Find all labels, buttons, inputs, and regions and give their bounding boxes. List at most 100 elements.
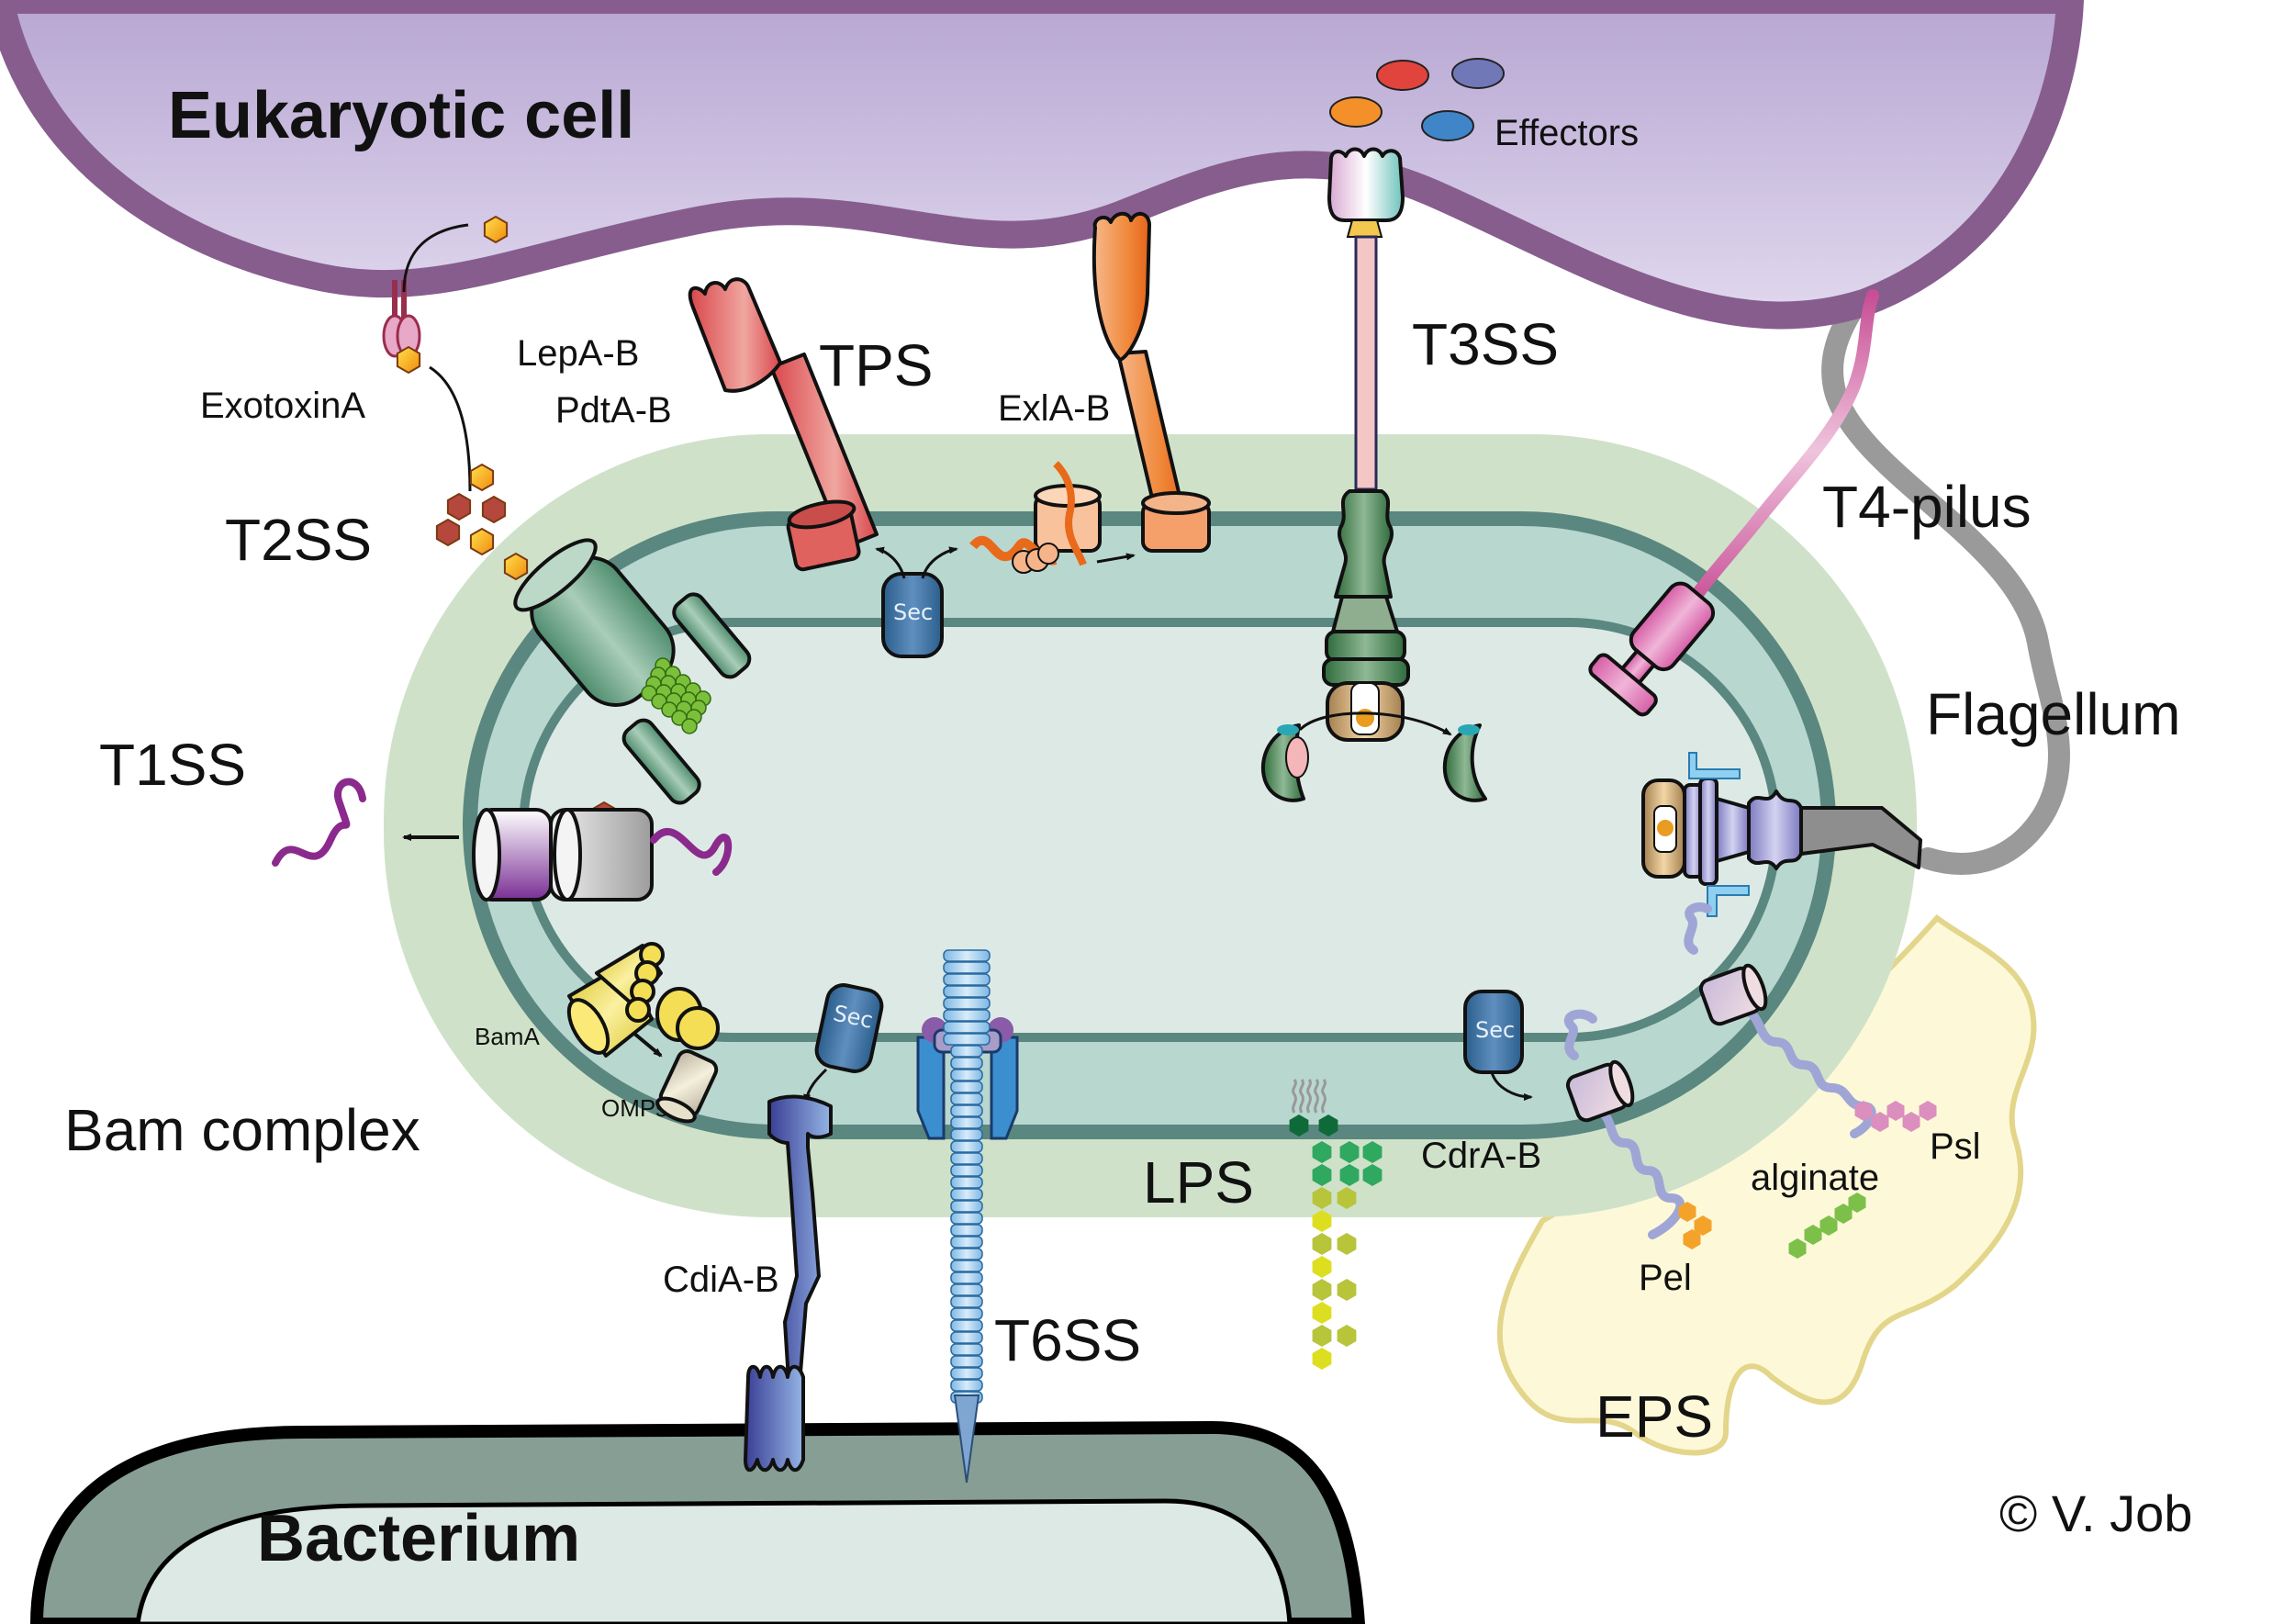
t6ss-tube-ring	[943, 961, 991, 974]
t6ss-tube-ring	[943, 973, 991, 986]
cdra-adhesin-1	[1564, 1009, 1685, 1239]
t1ss-substrate-inside	[650, 828, 733, 876]
t6ss-spike	[953, 1394, 980, 1484]
pseudopilin-subunit	[681, 718, 698, 734]
t6ss-tube-ring	[950, 1057, 983, 1070]
t6ss-tube-ring	[950, 1283, 983, 1296]
t6ss-tube-ring	[950, 1367, 983, 1380]
t3ss-chaperone-loaded	[1260, 723, 1309, 802]
t6ss-tube-ring	[950, 1188, 983, 1201]
t6ss-tube-ring	[950, 1331, 983, 1344]
t2ss-apparatus	[513, 538, 752, 805]
t6ss-tube-ring	[943, 997, 991, 1010]
exotoxin-hexagon	[435, 518, 461, 547]
omps-label: OMPs	[601, 1094, 667, 1122]
exotoxin-hexagon	[503, 552, 529, 581]
t6ss-tube-ring	[943, 985, 991, 998]
pel-sugar	[1694, 1215, 1712, 1236]
cdra-label: CdrA-B	[1421, 1136, 1541, 1176]
t6ss-tube-ring	[950, 1295, 983, 1308]
t6ss-tube-ring	[950, 1307, 983, 1320]
lps-core-sugar	[1312, 1164, 1332, 1186]
pel-label: Pel	[1639, 1258, 1692, 1298]
lps-core-sugar	[1362, 1164, 1383, 1186]
lepa-tps-protein	[688, 277, 879, 572]
t6ss-label: T6SS	[994, 1307, 1141, 1373]
lps-molecule	[1289, 1079, 1383, 1370]
lps-core-sugar	[1339, 1141, 1360, 1163]
exotoxin-hexagon	[446, 492, 472, 521]
exotoxin-hexagon	[469, 527, 495, 556]
alginate-sugar	[1788, 1238, 1807, 1259]
lps-core-sugar	[1339, 1164, 1360, 1186]
o-antigen-sugar	[1312, 1187, 1332, 1209]
lepa-label: LepA-B	[517, 333, 639, 374]
eukaryotic-cell-label: Eukaryotic cell	[168, 79, 634, 152]
tps-label: TPS	[819, 332, 933, 398]
effectors-label: Effectors	[1495, 113, 1639, 153]
t6ss-tube-ring	[950, 1212, 983, 1225]
alginate-sugar	[1804, 1225, 1822, 1245]
inner-membrane-cytoplasm	[519, 618, 1781, 1042]
psl-sugar	[1871, 1112, 1889, 1132]
bam-insertion-arrow	[632, 1031, 663, 1058]
effector-protein	[1376, 60, 1429, 91]
o-antigen-sugar	[1312, 1256, 1332, 1278]
o-antigen-sugar	[1312, 1279, 1332, 1301]
copyright-credit: © V. Job	[1999, 1484, 2192, 1542]
o-antigen-sugar	[1312, 1210, 1332, 1232]
sec-top-label: Sec	[893, 599, 933, 625]
o-antigen-sugar	[1337, 1325, 1357, 1347]
exla-tps-protein	[1092, 211, 1211, 553]
t2ss-pseudopilus	[641, 657, 711, 734]
t3ss-apparatus	[1322, 147, 1410, 742]
t6ss-tube-ring	[950, 1104, 983, 1117]
t6ss-tube-ring	[943, 1033, 991, 1046]
t6ss-tube-ring	[950, 1343, 983, 1356]
t6ss-tube-ring	[950, 1140, 983, 1153]
t3ss-chaperone-arrow	[1298, 711, 1452, 736]
t4-pilus-base	[1588, 581, 1716, 717]
psl-sugar	[1854, 1101, 1873, 1121]
t6ss-tube-ring	[943, 1009, 991, 1022]
t6ss-tube	[943, 949, 991, 1404]
sec-translocon-top: Sec	[875, 546, 958, 658]
eps-label: EPS	[1595, 1383, 1713, 1450]
t6ss-tube-ring	[950, 1271, 983, 1284]
t6ss-tube-ring	[950, 1236, 983, 1249]
exotoxin-hexagon	[483, 215, 509, 244]
t6ss-tube-ring	[950, 1116, 983, 1129]
o-antigen-sugar	[1312, 1233, 1332, 1255]
sec-right-label: Sec	[1475, 1017, 1515, 1043]
eps-matrix	[1496, 913, 2037, 1456]
lipid-tail	[1292, 1079, 1297, 1114]
t6ss-tube-ring	[950, 1200, 983, 1213]
pel-sugar	[1683, 1229, 1701, 1249]
t6ss-tube-ring	[950, 1355, 983, 1368]
t6ss-tube-ring	[950, 1069, 983, 1081]
pel-sugar	[1678, 1202, 1696, 1222]
t6ss-tube-ring	[950, 1128, 983, 1141]
exotoxin-receptor	[382, 280, 421, 358]
lipid-a-sugar	[1318, 1114, 1338, 1137]
bam-complex-label: Bam complex	[64, 1097, 420, 1163]
t1ss-substrate-outside	[272, 778, 366, 867]
flagellum-motor	[1641, 752, 1922, 917]
t6ss-tube-ring	[943, 1021, 991, 1034]
exotoxin-hexagon	[396, 345, 421, 375]
t6ss-tube-ring	[950, 1260, 983, 1272]
o-antigen-sugar	[1337, 1187, 1357, 1209]
t1ss-label: T1SS	[99, 732, 246, 798]
cdra-barrel-1	[1565, 1059, 1635, 1123]
t6ss-tube-ring	[950, 1319, 983, 1332]
target-bacterium-cytoplasm	[135, 1498, 1293, 1624]
cdra-barrel-2	[1698, 963, 1768, 1026]
lps-core-sugar	[1312, 1141, 1332, 1163]
exotoxin-label: ExotoxinA	[200, 386, 365, 426]
t3ss-label: T3SS	[1412, 311, 1559, 377]
lps-label: LPS	[1143, 1149, 1254, 1215]
exotoxin-secretion-arrow	[429, 365, 472, 492]
t3ss-chaperone-empty	[1442, 723, 1487, 802]
sec-translocon-right: Sec	[1463, 990, 1533, 1101]
